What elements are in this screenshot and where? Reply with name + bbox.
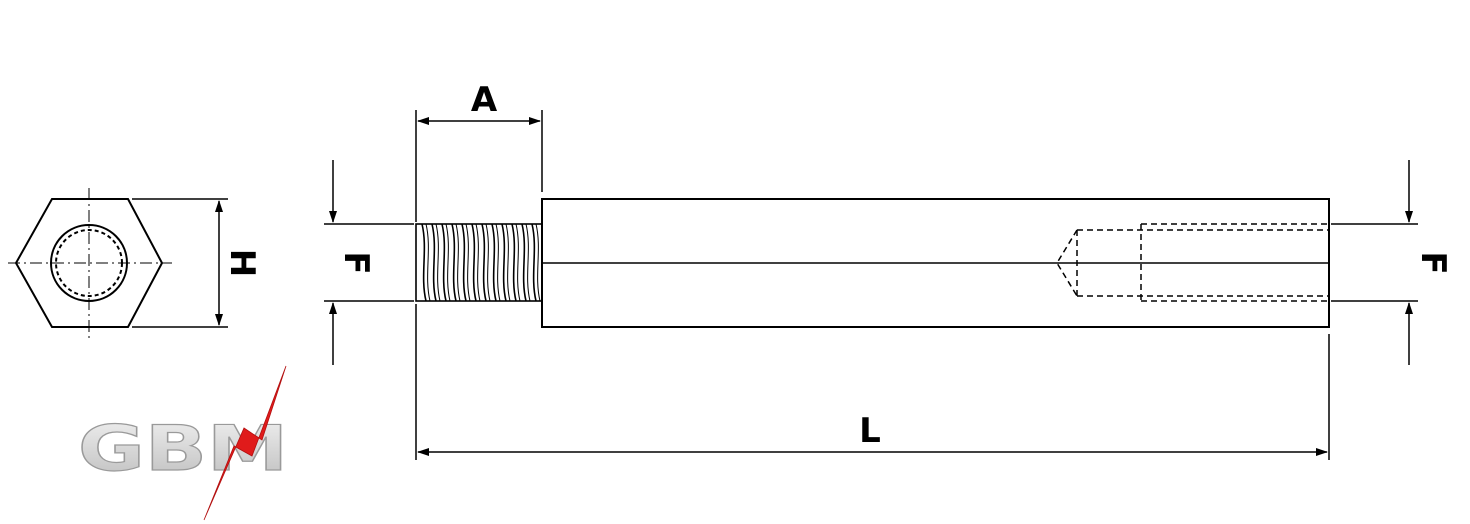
female-thread-hidden bbox=[1056, 223, 1329, 302]
thread-crests bbox=[421, 223, 541, 302]
thread-root bbox=[465, 223, 471, 302]
thread-crest bbox=[471, 223, 477, 302]
male-thread bbox=[415, 223, 543, 302]
label-l: L bbox=[859, 411, 881, 451]
thread-root bbox=[485, 223, 491, 302]
thread-crest bbox=[421, 223, 427, 302]
thread-crest bbox=[531, 223, 537, 302]
label-f-right: F bbox=[1413, 251, 1453, 274]
logo-text: GBM bbox=[78, 412, 288, 485]
dimension-f-right bbox=[1331, 160, 1418, 365]
dimension-l bbox=[415, 304, 1330, 460]
thread-root bbox=[515, 223, 521, 302]
label-h: H bbox=[222, 249, 262, 277]
label-a: A bbox=[471, 80, 498, 120]
thread-crest bbox=[491, 223, 497, 302]
lightning-bolt-icon bbox=[203, 365, 287, 521]
thread-body bbox=[415, 223, 543, 302]
thread-crest bbox=[511, 223, 517, 302]
thread-root bbox=[435, 223, 441, 302]
thread-crest bbox=[521, 223, 527, 302]
thread-root bbox=[535, 223, 541, 302]
thread-crest bbox=[501, 223, 507, 302]
label-f-left: F bbox=[336, 251, 376, 274]
thread-root bbox=[505, 223, 511, 302]
dimension-f-left bbox=[324, 160, 414, 365]
thread-crest bbox=[461, 223, 467, 302]
thread-root bbox=[425, 223, 431, 302]
dimension-a bbox=[415, 110, 543, 222]
thread-crest bbox=[481, 223, 487, 302]
dimension-h bbox=[132, 198, 228, 328]
thread-root bbox=[495, 223, 501, 302]
thread-root bbox=[455, 223, 461, 302]
thread-root bbox=[525, 223, 531, 302]
spacer-body bbox=[541, 198, 1330, 328]
thread-root bbox=[475, 223, 481, 302]
thread-crest bbox=[441, 223, 447, 302]
hex-end-view bbox=[8, 188, 172, 338]
thread-root bbox=[445, 223, 451, 302]
thread-crest bbox=[431, 223, 437, 302]
gbm-logo: GBM bbox=[77, 365, 289, 521]
thread-crest bbox=[451, 223, 457, 302]
